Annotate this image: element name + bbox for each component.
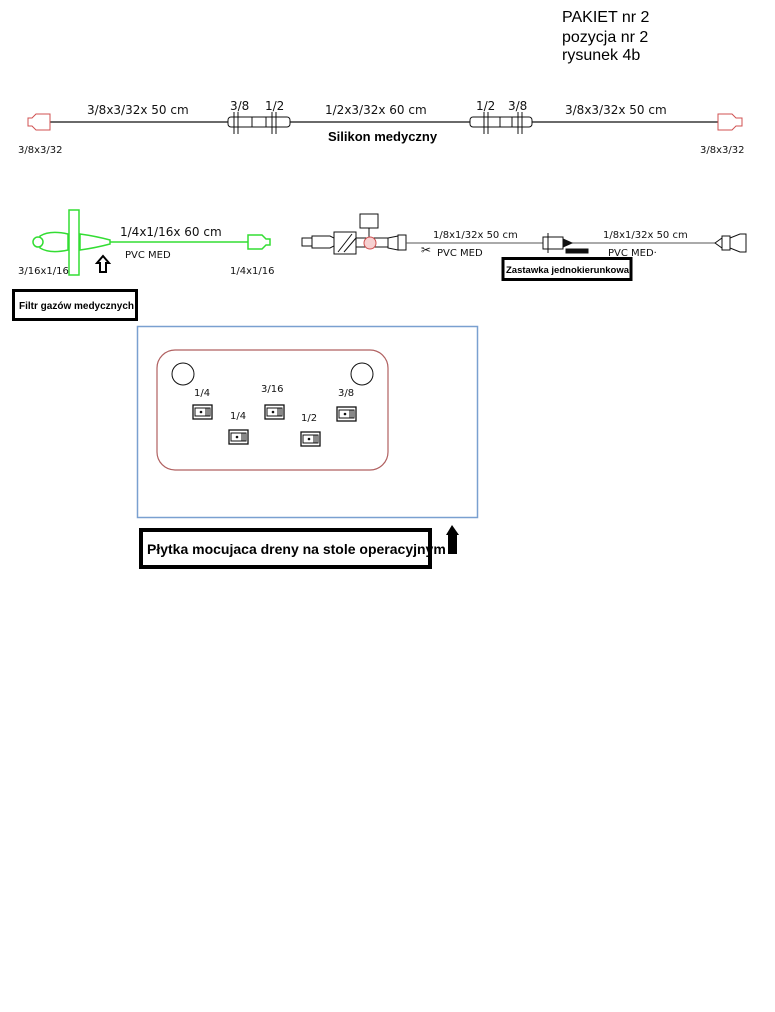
coupler1-size-b: 1/2 bbox=[265, 99, 284, 113]
coupler1-size-a: 3/8 bbox=[230, 99, 249, 113]
stopcock-icon bbox=[301, 213, 407, 255]
plate-label-4: 1/4 bbox=[230, 411, 246, 422]
tube-clip-icon bbox=[264, 404, 285, 420]
filter-callout-text: Filtr gazów medycznych bbox=[19, 301, 134, 312]
left-connector-icon bbox=[27, 113, 51, 131]
row1-end-right-label: 3/8x3/32 bbox=[700, 145, 744, 156]
tube-clips bbox=[192, 404, 357, 447]
row2-left-seg-label: 1/4x1/16x 60 cm bbox=[120, 225, 222, 239]
up-arrow-icon bbox=[94, 254, 112, 273]
row2-right-seg1-label: 1/8x1/32x 50 cm bbox=[433, 230, 518, 241]
gas-filter-icon bbox=[32, 209, 111, 276]
row1-material-label: Silikon medyczny bbox=[328, 129, 438, 144]
coupler-2-icon bbox=[469, 112, 533, 134]
row2-left-end-right-label: 1/4x1/16 bbox=[230, 266, 274, 277]
up-arrow-icon bbox=[446, 525, 459, 554]
plate-label-3: 3/8 bbox=[338, 388, 354, 399]
coupler2-size-b: 3/8 bbox=[508, 99, 527, 113]
valve-callout-text: Zastawka jednokierunkowa bbox=[506, 265, 630, 276]
plate-callout-box bbox=[139, 528, 432, 569]
tube-clip-icon bbox=[228, 429, 249, 445]
row1-seg3-label: 3/8x3/32x 50 cm bbox=[565, 103, 667, 117]
clamp-icon: ✂ bbox=[421, 243, 431, 257]
check-valve-icon bbox=[542, 233, 589, 254]
tube-clip-icon bbox=[192, 404, 213, 420]
end-connector-icon bbox=[714, 233, 747, 253]
plate-label-2: 3/16 bbox=[261, 384, 283, 395]
row2-left-material-label: PVC MED bbox=[125, 250, 171, 261]
green-connector-icon bbox=[247, 234, 271, 250]
row1-end-left-label: 3/8x3/32 bbox=[18, 145, 62, 156]
plate-label-1: 1/4 bbox=[194, 388, 210, 399]
row2-left-end-left-label: 3/16x1/16 bbox=[18, 266, 69, 277]
plate-label-5: 1/2 bbox=[301, 413, 317, 424]
filter-callout-box bbox=[12, 289, 138, 321]
mounting-hole-right-icon bbox=[350, 362, 374, 386]
plate-callout-text: Płytka mocujaca dreny na stole operacyjn… bbox=[147, 541, 446, 557]
row1-seg2-label: 1/2x3/32x 60 cm bbox=[325, 103, 427, 117]
tube-clip-icon bbox=[336, 406, 357, 422]
header-line-2: pozycja nr 2 bbox=[562, 29, 648, 46]
tube-clip-icon bbox=[300, 431, 321, 447]
valve-callout-box bbox=[501, 257, 633, 281]
mounting-hole-left-icon bbox=[171, 362, 195, 386]
plate-frame bbox=[136, 325, 479, 519]
row1-seg1-label: 3/8x3/32x 50 cm bbox=[87, 103, 189, 117]
header-line-1: PAKIET nr 2 bbox=[562, 9, 650, 26]
plate-outline bbox=[156, 349, 389, 471]
header-line-3: rysunek 4b bbox=[562, 47, 640, 64]
coupler-1-icon bbox=[227, 112, 291, 134]
row2-right-material1-label: PVC MED bbox=[437, 248, 483, 259]
row2-right-seg2-label: 1/8x1/32x 50 cm bbox=[603, 230, 688, 241]
row2-right-material2-label: PVC MED· bbox=[608, 248, 657, 259]
right-connector-icon bbox=[717, 113, 743, 131]
coupler2-size-a: 1/2 bbox=[476, 99, 495, 113]
